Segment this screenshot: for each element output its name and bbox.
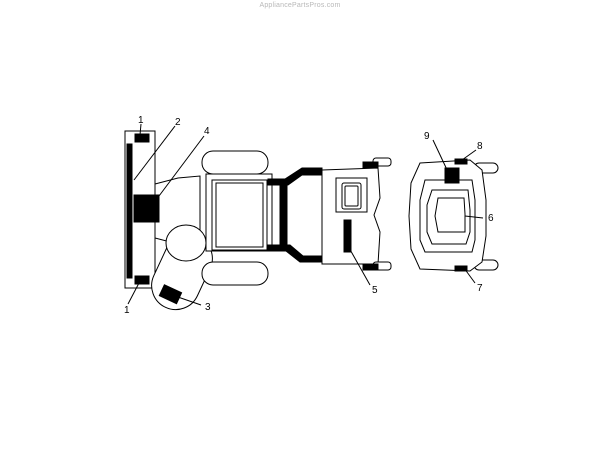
decal-3-block	[158, 284, 183, 305]
body-hood	[321, 157, 392, 271]
callout-4: 4	[204, 126, 210, 137]
front-wheel-top	[201, 150, 269, 175]
callout-3: 3	[205, 302, 211, 313]
front-wheel-bottom	[201, 261, 269, 286]
callout-labels: 1 2 4 3 1 5 6 7 8 9	[124, 115, 494, 316]
decal-9-block	[444, 167, 460, 184]
watermark-text: AppliancePartsPros.com	[259, 2, 341, 9]
decal-4-block	[133, 194, 160, 223]
decal-7-strip	[454, 265, 468, 272]
decal-8-strip	[454, 158, 468, 165]
callout-1-bottom: 1	[124, 305, 130, 316]
callout-6: 6	[488, 213, 494, 224]
hood-assembly	[408, 158, 499, 272]
front-axle	[201, 150, 273, 286]
discharge-chute	[151, 224, 213, 311]
callout-7: 7	[477, 283, 483, 294]
decal-1-bottom	[134, 275, 150, 285]
decal-2-strip	[126, 143, 133, 279]
leader-lines	[127, 123, 484, 306]
callout-5: 5	[372, 285, 378, 296]
callout-9: 9	[424, 131, 430, 142]
decal-1-top	[134, 133, 150, 143]
callout-1-top: 1	[138, 115, 144, 126]
frame-rails	[267, 167, 323, 263]
decal-5-strip	[343, 219, 352, 253]
callout-8: 8	[477, 141, 483, 152]
callout-2: 2	[175, 117, 181, 128]
